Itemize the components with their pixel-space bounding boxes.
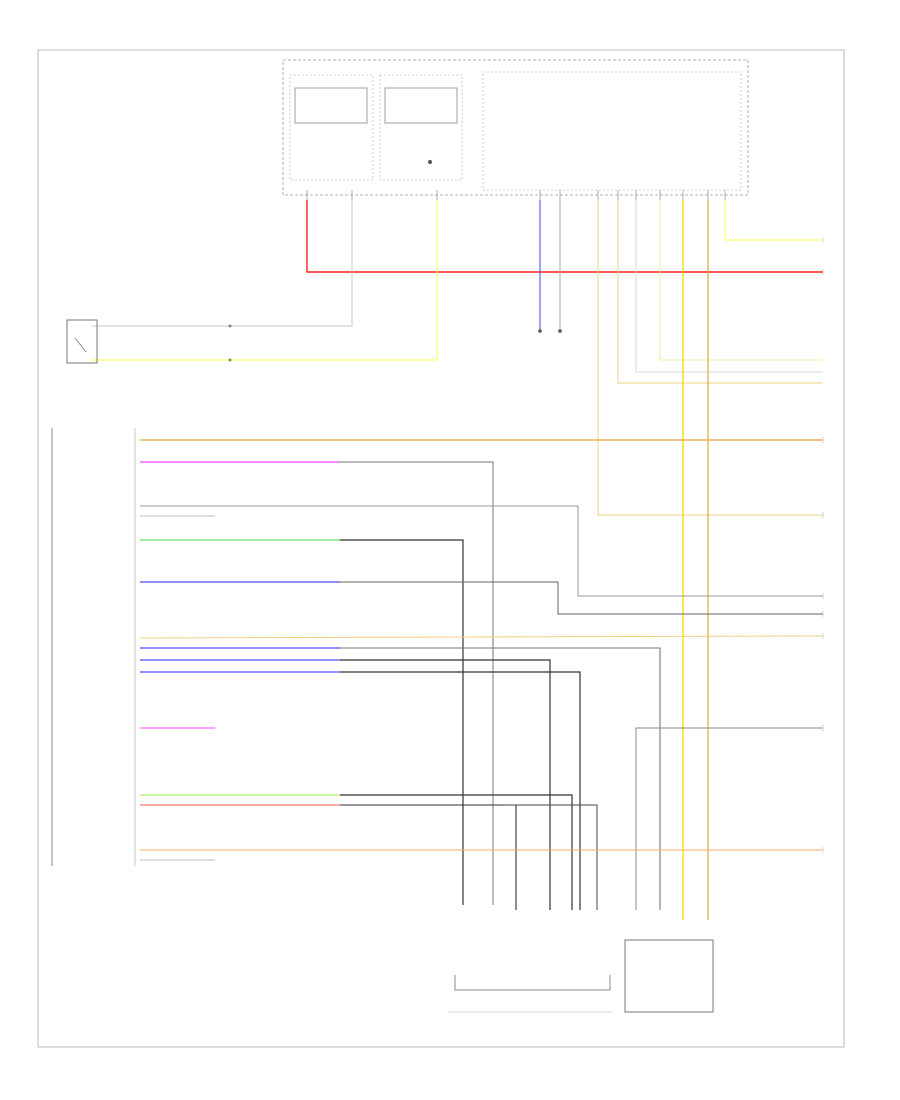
connector-pin — [538, 329, 542, 333]
wire-yellowgreen-top — [724, 200, 823, 241]
relay-1-box — [289, 74, 374, 181]
bottom-connector-left — [454, 975, 611, 991]
module-pin-block — [482, 71, 742, 191]
wire-gray-582 — [340, 581, 823, 615]
wire-black-795 — [340, 794, 573, 910]
wire-black-805 — [340, 804, 517, 910]
connector-pin — [558, 329, 562, 333]
splice-point — [228, 324, 232, 328]
wire-tan-638 — [139, 635, 824, 639]
bottom-connector-right — [624, 939, 714, 1013]
wire-red-power — [306, 200, 823, 273]
wire-tan-c — [617, 200, 823, 384]
control-module-box — [282, 59, 749, 196]
wire-gray-pink-cont — [340, 461, 494, 905]
wire-black-540 — [340, 539, 464, 905]
wire-lightgray-b — [635, 200, 823, 373]
relay-2-contact — [384, 87, 458, 124]
splice-point — [228, 358, 232, 362]
wire-lightgray-a — [659, 200, 823, 361]
wire-black-805b — [505, 804, 598, 910]
wire-gray-728-right — [635, 727, 823, 910]
wire-lightgray-long — [597, 200, 823, 516]
wire-gray-648 — [340, 647, 661, 910]
relay-1-contact — [294, 87, 368, 124]
diagram-frame — [37, 49, 845, 1048]
switch-contact — [74, 337, 87, 353]
wire-gray-506 — [140, 505, 823, 597]
wire-black-660 — [340, 659, 551, 910]
wire-black-672 — [340, 671, 581, 910]
wire-yellow-left — [92, 200, 438, 361]
switch-component — [66, 319, 98, 364]
wire-gray-left-top — [92, 200, 353, 327]
module-pin-stubs — [306, 190, 726, 200]
relay-2-box — [379, 74, 463, 181]
relay-ground-dot — [428, 160, 432, 164]
